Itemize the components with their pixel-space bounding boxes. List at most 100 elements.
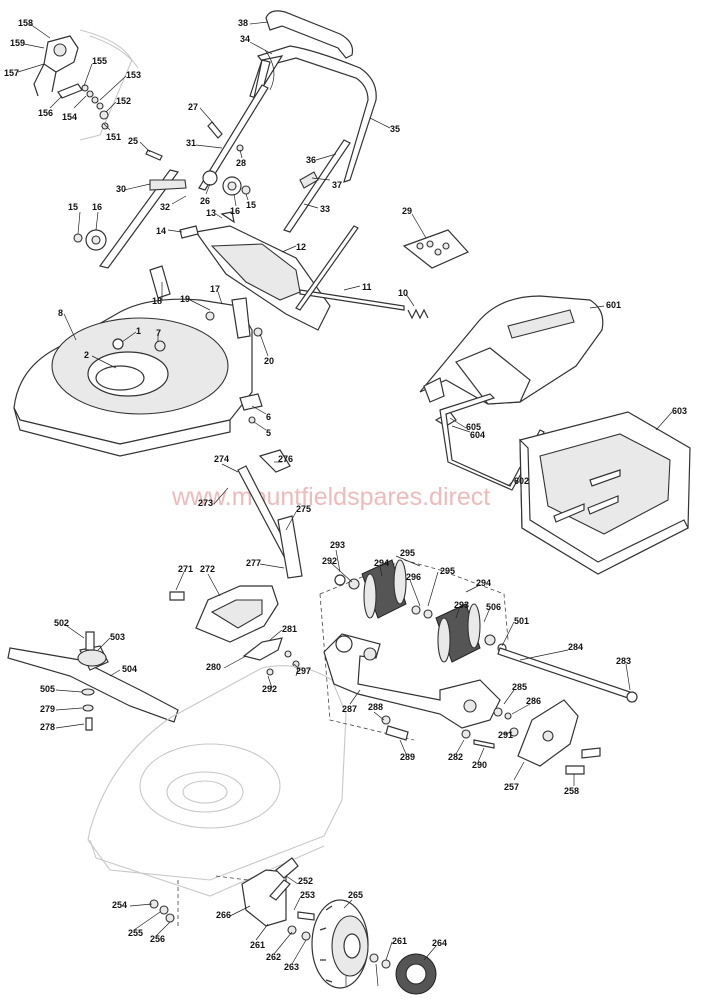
part-number-label: 261 bbox=[392, 936, 407, 946]
part-number-label: 262 bbox=[266, 952, 281, 962]
part-number-label: 601 bbox=[606, 300, 621, 310]
part-number-label: 261 bbox=[250, 940, 265, 950]
part-number-label: 6 bbox=[266, 412, 271, 422]
part-number-label: 13 bbox=[206, 208, 216, 218]
deck-outline-icon bbox=[87, 665, 347, 928]
part-number-label: 30 bbox=[116, 184, 126, 194]
part-number-label: 287 bbox=[342, 704, 357, 714]
part-number-label: 506 bbox=[486, 602, 501, 612]
part-number-label: 295 bbox=[440, 566, 455, 576]
part-number-label: 14 bbox=[156, 226, 166, 236]
part-number-label: 278 bbox=[40, 722, 55, 732]
part-number-label: 275 bbox=[296, 504, 311, 514]
part-number-label: 255 bbox=[128, 928, 143, 938]
part-number-label: 1 bbox=[136, 326, 141, 336]
part-number-label: 292 bbox=[262, 684, 277, 694]
part-number-label: 28 bbox=[236, 158, 246, 168]
part-number-label: 5 bbox=[266, 428, 271, 438]
part-number-label: 29 bbox=[402, 206, 412, 216]
part-number-label: 289 bbox=[400, 752, 415, 762]
part-number-label: 151 bbox=[106, 132, 121, 142]
part-number-label: 35 bbox=[390, 124, 400, 134]
leader-lines bbox=[17, 21, 673, 987]
handle-assembly-icon bbox=[73, 10, 377, 269]
part-number-label: 7 bbox=[156, 328, 161, 338]
part-number-label: 279 bbox=[40, 704, 55, 714]
wheel-icon bbox=[311, 899, 437, 995]
part-number-label: 284 bbox=[568, 642, 583, 652]
part-number-label: 20 bbox=[264, 356, 274, 366]
part-number-label: 157 bbox=[4, 68, 19, 78]
part-number-label: 294 bbox=[374, 558, 389, 568]
rear-roller-assembly-icon bbox=[319, 559, 638, 775]
part-number-label: 292 bbox=[322, 556, 337, 566]
part-number-label: 32 bbox=[160, 202, 170, 212]
part-number-label: 15 bbox=[246, 200, 256, 210]
part-number-label: 288 bbox=[368, 702, 383, 712]
part-number-label: 152 bbox=[116, 96, 131, 106]
part-number-label: 502 bbox=[54, 618, 69, 628]
part-number-label: 25 bbox=[128, 136, 138, 146]
part-number-label: 33 bbox=[320, 204, 330, 214]
part-labels: 158 159 157 155 153 152 156 154 151 38 3… bbox=[4, 18, 687, 972]
part-number-label: 26 bbox=[200, 196, 210, 206]
part-number-label: 31 bbox=[186, 138, 196, 148]
parts-pack-icon bbox=[402, 229, 470, 269]
part-number-label: 16 bbox=[92, 202, 102, 212]
part-number-label: 293 bbox=[454, 600, 469, 610]
part-number-label: 276 bbox=[278, 454, 293, 464]
watermark: www.mountfieldspares.direct bbox=[171, 483, 490, 511]
part-number-label: 266 bbox=[216, 910, 231, 920]
part-number-label: 156 bbox=[38, 108, 53, 118]
part-number-label: 19 bbox=[180, 294, 190, 304]
part-number-label: 505 bbox=[40, 684, 55, 694]
part-number-label: 265 bbox=[348, 890, 363, 900]
part-number-label: 18 bbox=[152, 296, 162, 306]
part-number-label: 602 bbox=[514, 476, 529, 486]
part-number-label: 16 bbox=[230, 206, 240, 216]
part-number-label: 291 bbox=[498, 730, 513, 740]
part-number-label: 264 bbox=[432, 938, 447, 948]
part-number-label: 256 bbox=[150, 934, 165, 944]
part-number-label: 34 bbox=[240, 34, 250, 44]
part-number-label: 274 bbox=[214, 454, 229, 464]
rear-bracket-icon bbox=[179, 211, 429, 331]
part-number-label: 272 bbox=[200, 564, 215, 574]
part-number-label: 277 bbox=[246, 558, 261, 568]
part-number-label: 257 bbox=[504, 782, 519, 792]
part-number-label: 2 bbox=[84, 350, 89, 360]
part-number-label: 281 bbox=[282, 624, 297, 634]
grass-box-cover-icon bbox=[419, 295, 604, 491]
part-number-label: 290 bbox=[472, 760, 487, 770]
roller-icon bbox=[361, 559, 481, 663]
height-adjust-lever-icon bbox=[149, 857, 315, 941]
part-number-label: 153 bbox=[126, 70, 141, 80]
part-number-label: 273 bbox=[198, 498, 213, 508]
part-number-label: 295 bbox=[400, 548, 415, 558]
part-number-label: 283 bbox=[616, 656, 631, 666]
throttle-control-icon bbox=[33, 29, 139, 141]
part-number-label: 271 bbox=[178, 564, 193, 574]
part-number-label: 294 bbox=[476, 578, 491, 588]
part-number-label: 8 bbox=[58, 308, 63, 318]
part-number-label: 286 bbox=[526, 696, 541, 706]
part-number-label: 155 bbox=[92, 56, 107, 66]
part-number-label: 36 bbox=[306, 155, 316, 165]
part-number-label: 282 bbox=[448, 752, 463, 762]
part-number-label: 603 bbox=[672, 406, 687, 416]
part-number-label: 285 bbox=[512, 682, 527, 692]
part-number-label: 158 bbox=[18, 18, 33, 28]
part-number-label: 38 bbox=[238, 18, 248, 28]
part-number-label: 504 bbox=[122, 664, 137, 674]
part-number-label: 297 bbox=[296, 666, 311, 676]
part-number-label: 604 bbox=[470, 430, 485, 440]
part-number-label: 263 bbox=[284, 962, 299, 972]
part-number-label: 280 bbox=[206, 662, 221, 672]
mower-deck-icon bbox=[13, 265, 263, 457]
part-number-label: 501 bbox=[514, 616, 529, 626]
part-number-label: 296 bbox=[406, 572, 421, 582]
height-adjust-bracket-icon bbox=[169, 449, 303, 676]
part-number-label: 159 bbox=[10, 38, 25, 48]
part-number-label: 27 bbox=[188, 102, 198, 112]
